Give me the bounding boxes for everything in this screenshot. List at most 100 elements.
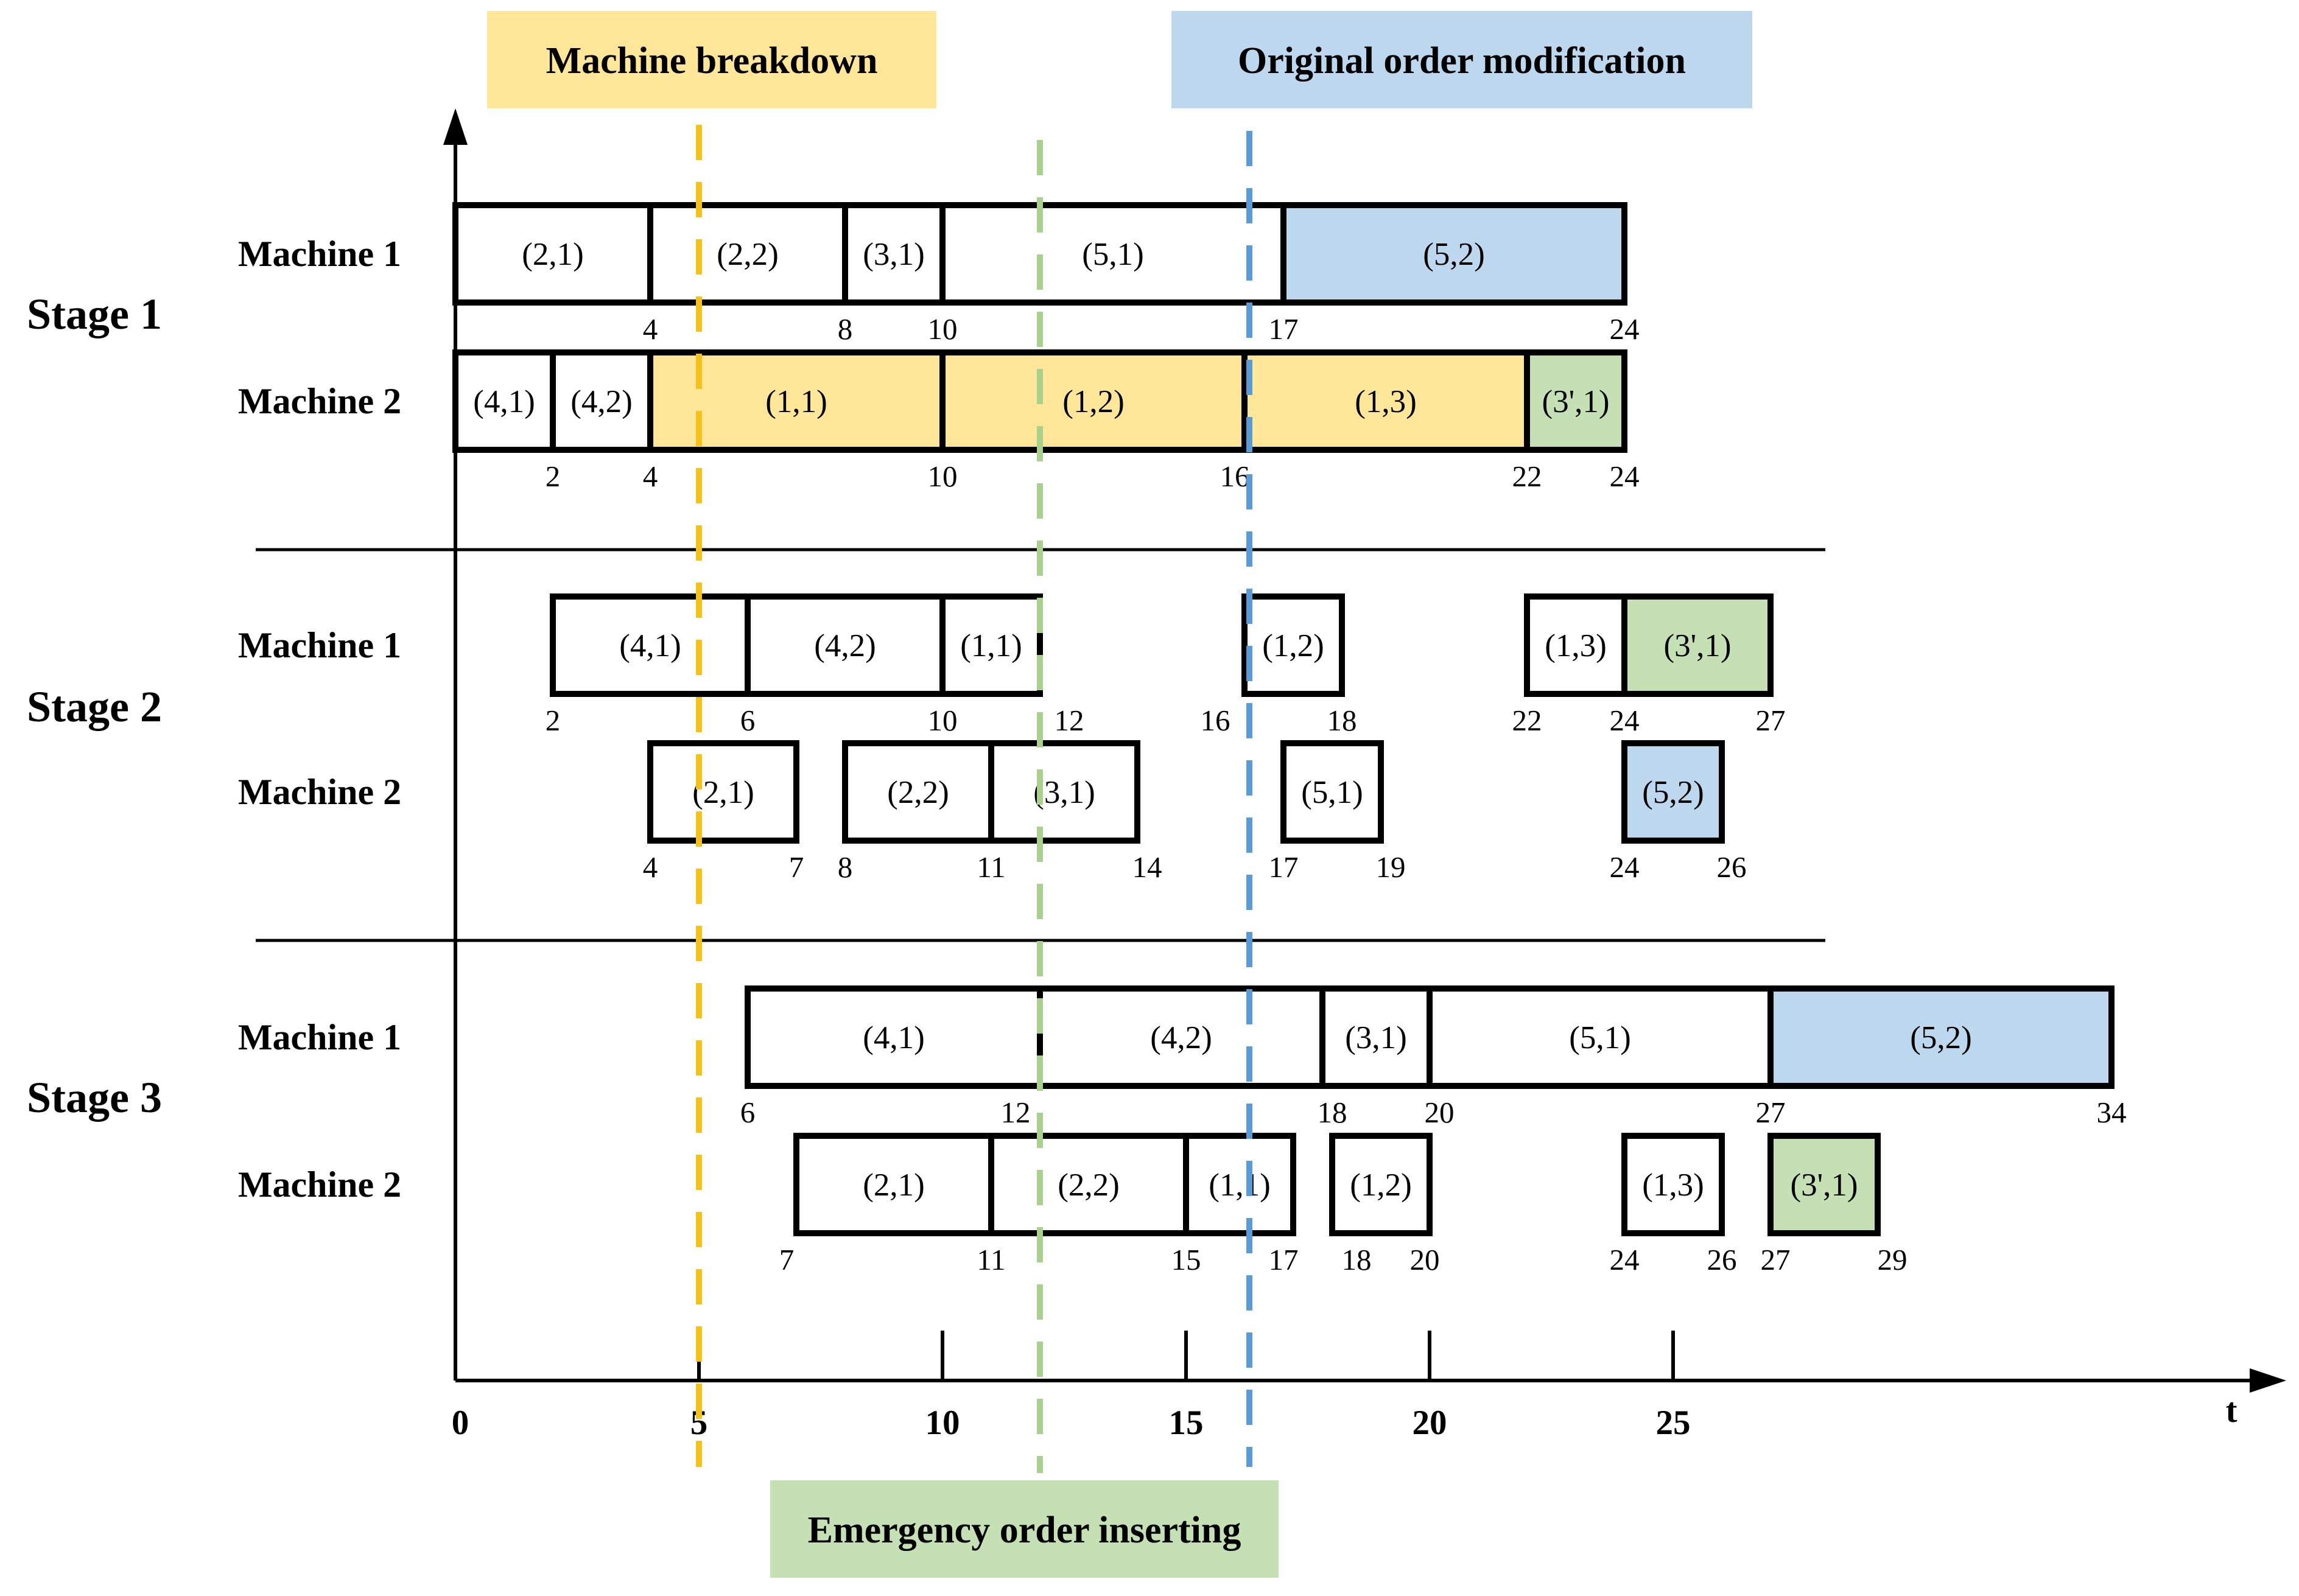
task-label: (5,2) [1423,237,1485,272]
time-label: 17 [1269,312,1299,346]
time-label: 19 [1376,850,1406,884]
time-label: 10 [928,460,958,493]
time-label: 24 [1610,704,1640,737]
stage-label-3: Stage 3 [27,1073,162,1122]
task-bar [1427,985,1774,1089]
task-label: (3,1) [1345,1020,1407,1055]
task-label: (4,1) [619,628,681,663]
task-bar [1524,593,1627,697]
task-label: (1,3) [1642,1167,1704,1203]
time-label: 8 [838,850,853,884]
event-label-box [1171,11,1752,108]
task-label: (5,1) [1301,775,1363,810]
y-axis-arrow-icon [443,108,468,145]
time-label: 8 [838,312,853,346]
task-bar [1280,202,1627,306]
time-label: 6 [740,704,756,737]
task-label: (3,1) [863,237,925,272]
task-bar [1241,349,1530,453]
event-label: Emergency order inserting [808,1510,1241,1551]
time-label: 16 [1201,704,1230,737]
task-label: (1,1) [1209,1167,1271,1203]
task-label: (2,1) [692,775,754,810]
time-label: 12 [1055,704,1084,737]
task-label: (2,1) [522,237,584,272]
x-axis-arrow-icon [2250,1368,2286,1393]
task-bar [1280,740,1384,844]
task-bar [1037,985,1325,1089]
time-label: 20 [1425,1096,1455,1129]
stage-2-machine-1-row: Machine 1(4,1)(4,2)(1,1)(1,2)(1,3)(3',1)… [238,593,1786,737]
time-label: 24 [1610,1243,1640,1276]
task-label: (3',1) [1790,1167,1858,1203]
task-label: (1,2) [1350,1167,1412,1203]
time-label: 26 [1707,1243,1737,1276]
machine-label: Machine 1 [238,1017,401,1057]
task-bar [1621,740,1725,844]
task-label: (1,1) [765,384,827,419]
task-bar [988,1133,1189,1236]
machine-label: Machine 2 [238,772,401,812]
task-label: (3',1) [1663,628,1731,663]
task-bar [842,740,994,844]
time-label: 18 [1342,1243,1372,1276]
task-label: (5,2) [1910,1020,1972,1055]
x-tick-label: 15 [1169,1404,1204,1442]
task-label: (1,3) [1355,384,1417,419]
task-bar [1241,593,1345,697]
time-label: 10 [928,312,958,346]
task-label: (2,1) [863,1167,925,1203]
task-label: (4,1) [863,1020,925,1055]
time-label: 34 [2097,1096,2127,1129]
event-label: Original order modification [1238,40,1686,82]
time-label: 7 [789,850,804,884]
task-bar [939,202,1286,306]
time-label: 24 [1610,460,1640,493]
task-label: (4,2) [814,628,876,663]
time-label: 27 [1756,704,1786,737]
task-bar [1621,1133,1725,1236]
time-label: 17 [1269,850,1299,884]
task-bar [1183,1133,1296,1236]
x-axis-label: t [2226,1391,2238,1430]
task-label: (1,3) [1545,628,1607,663]
time-label: 22 [1512,704,1542,737]
time-label: 16 [1220,460,1250,493]
time-label: 26 [1717,850,1747,884]
time-label: 2 [546,460,561,493]
time-label: 27 [1761,1243,1791,1276]
time-label: 24 [1610,850,1640,884]
machine-label: Machine 1 [238,234,401,274]
time-label: 18 [1327,704,1357,737]
task-bar [647,740,799,844]
time-label: 18 [1318,1096,1347,1129]
task-label: (1,2) [1262,628,1324,663]
time-label: 22 [1512,460,1542,493]
task-bar [550,349,653,453]
task-label: (1,1) [960,628,1022,663]
stage-label-2: Stage 2 [27,682,162,731]
time-label: 4 [643,460,658,493]
x-tick-label: 10 [925,1404,960,1442]
time-label: 11 [977,1243,1005,1276]
stage-label-1: Stage 1 [27,290,162,338]
event-label: Machine breakdown [546,40,878,82]
task-label: (5,1) [1569,1020,1631,1055]
task-bar [550,593,751,697]
task-label: (5,2) [1642,775,1704,810]
stage-3-machine-2-row: Machine 2(2,1)(2,2)(1,1)(1,2)(1,3)(3',1)… [238,1133,1908,1276]
machine-label: Machine 2 [238,381,401,421]
time-label: 4 [643,850,658,884]
task-bar [842,202,946,306]
time-label: 7 [779,1243,795,1276]
task-bar [939,349,1248,453]
task-label: (2,2) [1058,1167,1120,1203]
time-label: 20 [1410,1243,1440,1276]
task-label: (2,2) [717,237,779,272]
time-label: 2 [546,704,561,737]
x-tick-label: 0 [452,1404,469,1442]
event-label-box [770,1480,1279,1578]
